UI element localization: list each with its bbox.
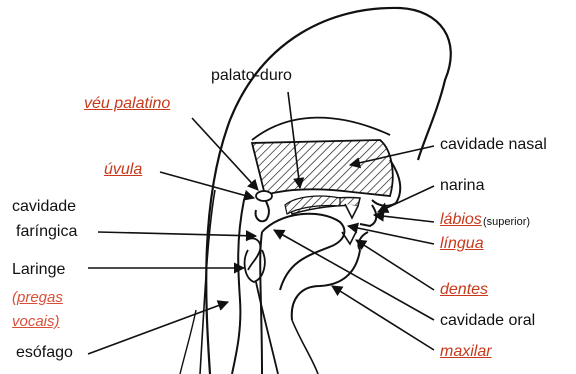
skull-outline bbox=[206, 8, 451, 374]
label-cavidade-faringica-line1: cavidade bbox=[12, 199, 76, 215]
leader-lingua bbox=[348, 226, 434, 244]
label-cavidade-oral: cavidade oral bbox=[440, 313, 535, 329]
label-cavidade-faringica-line2: faríngica bbox=[16, 224, 77, 240]
label-veu-palatino[interactable]: véu palatino bbox=[84, 96, 170, 112]
leader-veu-palatino bbox=[192, 118, 258, 190]
leader-cavidade-faringica bbox=[98, 232, 256, 236]
label-laringe: Laringe bbox=[12, 262, 65, 278]
label-maxilar[interactable]: maxilar bbox=[440, 344, 492, 360]
label-palato-duro: palato-duro bbox=[211, 68, 292, 84]
label-labios[interactable]: lábios bbox=[440, 212, 482, 228]
uvula-shape bbox=[256, 191, 272, 201]
larynx-shape bbox=[245, 250, 265, 282]
neck-front bbox=[292, 320, 318, 374]
trachea bbox=[256, 282, 278, 374]
label-labios-note: (superior) bbox=[483, 217, 530, 228]
leader-uvula bbox=[160, 172, 254, 198]
label-lingua[interactable]: língua bbox=[440, 236, 484, 252]
tongue bbox=[262, 214, 344, 290]
label-esofago: esófago bbox=[16, 345, 73, 361]
pharynx-back-wall bbox=[232, 200, 244, 374]
inner-skull-line bbox=[252, 118, 390, 140]
label-narina: narina bbox=[440, 178, 484, 194]
epiglottis bbox=[246, 238, 260, 270]
label-pregas-vocais-line2[interactable]: vocais) bbox=[12, 314, 60, 329]
leader-labios bbox=[374, 215, 434, 222]
leader-maxilar bbox=[332, 286, 434, 350]
palate-hatch-edge bbox=[285, 196, 340, 214]
label-pregas-vocais-line1[interactable]: (pregas bbox=[12, 290, 63, 305]
label-dentes[interactable]: dentes bbox=[440, 282, 488, 298]
label-cavidade-nasal: cavidade nasal bbox=[440, 137, 547, 153]
nasal-hatched-region bbox=[252, 140, 393, 196]
upper-tooth bbox=[345, 204, 358, 218]
upper-lip bbox=[360, 205, 376, 226]
label-uvula[interactable]: úvula bbox=[104, 162, 142, 178]
